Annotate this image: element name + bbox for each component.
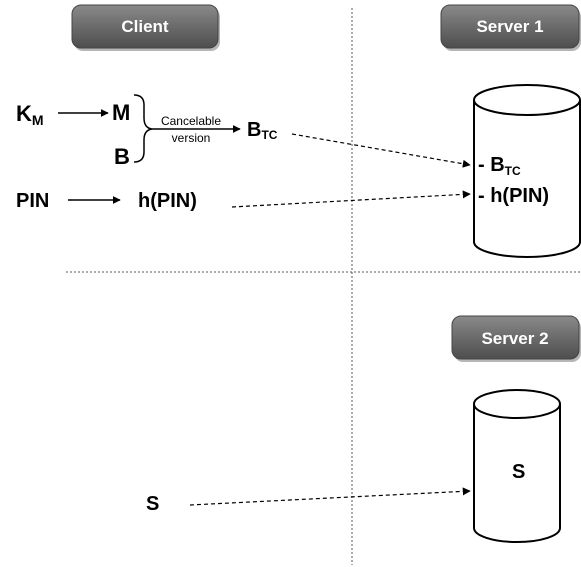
server2-s-item: S: [512, 461, 525, 483]
km-subscript: M: [32, 112, 44, 128]
pin-label: PIN: [16, 190, 49, 212]
server1-hpin-item: - h(PIN): [478, 185, 549, 207]
server1-btc-base: - B: [478, 154, 505, 176]
server2-database-icon: [473, 389, 561, 543]
hpin-label: h(PIN): [138, 190, 197, 212]
km-base: K: [16, 101, 32, 126]
server1-header-label: Server 1: [476, 17, 543, 36]
cancelable-label: Cancelable: [161, 114, 221, 128]
server1-btc-item: - BTC: [478, 154, 521, 178]
dashed-arrow-s-to-server2: [189, 487, 471, 506]
server2-header-label: Server 2: [481, 329, 548, 348]
server2-header: Server 2: [451, 315, 581, 362]
s-client-label: S: [146, 493, 159, 515]
b-label: B: [114, 144, 130, 169]
version-label: version: [172, 131, 211, 145]
dashed-arrow-hpin-to-server1: [231, 190, 471, 208]
btc-subscript: TC: [261, 128, 277, 142]
client-header: Client: [71, 4, 220, 51]
server1-header: Server 1: [440, 4, 581, 51]
client-header-label: Client: [121, 17, 169, 36]
btc-label: BTC: [247, 119, 278, 142]
m-label: M: [112, 100, 130, 125]
km-label: KM: [16, 101, 44, 128]
server1-btc-subscript: TC: [505, 164, 521, 178]
btc-base: B: [247, 119, 261, 141]
server1-database-icon: [473, 84, 581, 258]
dashed-arrow-btc-to-server1: [291, 133, 471, 168]
curly-brace: [133, 94, 153, 163]
